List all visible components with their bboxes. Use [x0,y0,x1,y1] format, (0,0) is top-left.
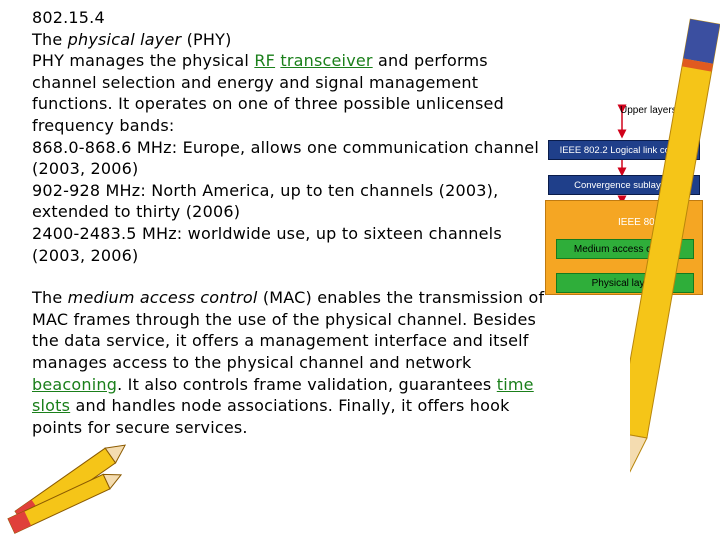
heading: 802.15.4 [32,8,105,27]
mac-text-3: and handles node associations. Finally, … [32,396,510,437]
time-slots-link[interactable]: time slots [32,374,534,416]
band-2: 902-928 MHz: North America, up to ten ch… [32,180,499,222]
phy-text-2: and performs channel selection and energ… [32,51,504,135]
mac-term: medium access control [67,288,258,308]
mac-text-2: . It also controls frame validation, gua… [117,374,492,394]
rf-link[interactable]: RF [254,51,276,71]
phy-abbr: (PHY) [186,29,232,49]
transceiver-link[interactable]: transceiver [280,51,373,71]
pencil-decoration-left [7,444,127,534]
phy-term: physical layer [67,29,182,49]
band-1: 868.0-868.6 MHz: Europe, allows one comm… [32,137,540,179]
beaconing-link[interactable]: beaconing [32,374,118,394]
standard-label: IEEE 802.15.4 [618,217,683,228]
pencil-decoration-right [630,18,720,487]
mac-paragraph: The medium access control (MAC) enables … [32,287,552,438]
mac-text-1: (MAC) enables the transmission of MAC fr… [32,288,545,372]
llc-block: IEEE 802.2 Logical link control [548,140,700,160]
phy-paragraph: The physical layer (PHY) PHY manages the… [32,29,552,137]
main-text: 802.15.4 The physical layer (PHY) PHY ma… [32,7,552,438]
phy-intro: The [32,29,63,49]
upper-layers-label: Upper layers [620,105,677,116]
phy-text-1: PHY manages the physical [32,51,250,71]
mac-intro: The [32,288,63,308]
band-3: 2400-2483.5 MHz: worldwide use, up to si… [32,223,502,265]
